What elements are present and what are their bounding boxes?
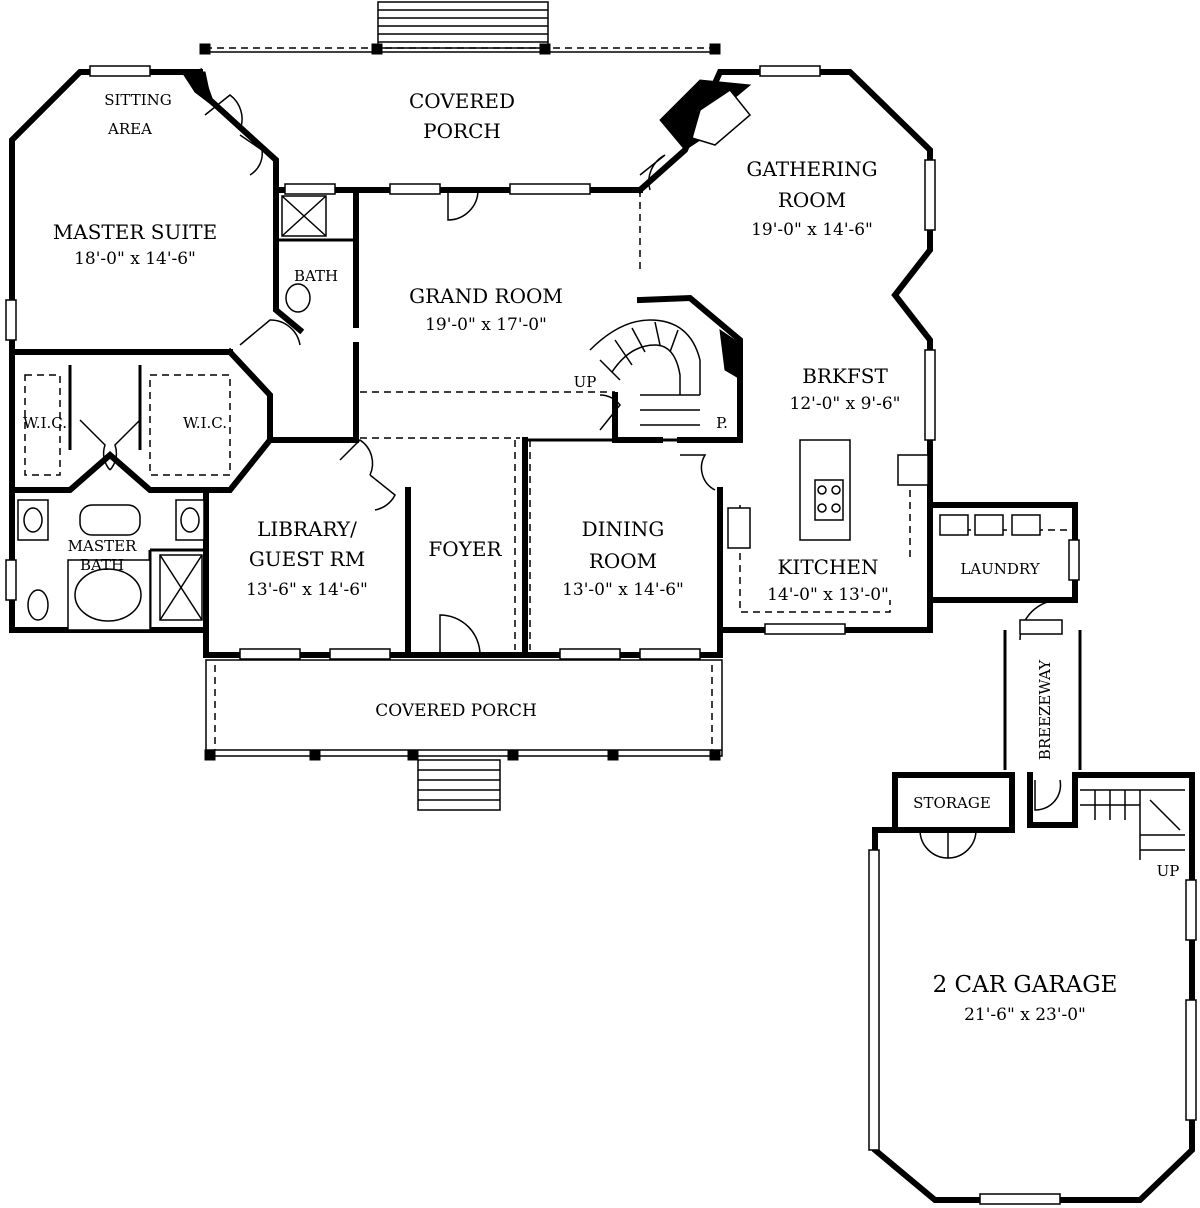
kitchen-fixtures — [727, 439, 1041, 549]
library-dim: 13'-6" x 14'-6" — [246, 580, 368, 600]
library-label-1: LIBRARY/ — [257, 517, 357, 541]
interior-walls — [9, 187, 933, 658]
garage-dim: 21'-6" x 23'-0" — [964, 1005, 1086, 1025]
wic-left-label: W.I.C. — [23, 414, 67, 432]
grand-room-dim: 19'-0" x 17'-0" — [425, 315, 547, 335]
brkfst-label: BRKFST — [802, 364, 888, 388]
front-steps — [417, 759, 501, 811]
breezeway — [1003, 619, 1082, 770]
bath-fixtures — [17, 195, 327, 631]
dining-label-1: DINING — [582, 517, 665, 541]
garage-walls — [868, 772, 1197, 1205]
sitting-area-label-1: SITTING — [104, 91, 172, 109]
main-stair-up-label: UP — [574, 373, 597, 391]
breezeway-label: BREEZEWAY — [1036, 659, 1054, 760]
master-suite-label: MASTER SUITE — [53, 220, 217, 244]
library-label-2: GUEST RM — [249, 547, 365, 571]
foyer-label: FOYER — [428, 537, 502, 561]
laundry-label: LAUNDRY — [960, 560, 1040, 578]
garage-stair — [1080, 789, 1185, 860]
master-suite-dim: 18'-0" x 14'-6" — [74, 249, 196, 269]
rear-steps — [377, 1, 549, 49]
pantry-label: P. — [716, 414, 728, 432]
rear-porch-label-1: COVERED — [409, 89, 515, 113]
storage-label: STORAGE — [913, 794, 991, 812]
gathering-room-label-1: GATHERING — [746, 157, 877, 181]
dining-label-2: ROOM — [589, 549, 657, 573]
rear-porch-outline — [199, 43, 721, 55]
bath-label: BATH — [294, 267, 338, 285]
dashed-lines — [24, 374, 1070, 650]
gathering-room-dim: 19'-0" x 14'-6" — [751, 220, 873, 240]
grand-room-label: GRAND ROOM — [409, 284, 563, 308]
brkfst-dim: 12'-0" x 9'-6" — [790, 394, 901, 414]
main-stair — [589, 319, 743, 426]
front-porch-label: COVERED PORCH — [375, 701, 537, 721]
rear-porch-label-2: PORCH — [423, 119, 501, 143]
doors — [79, 94, 1061, 656]
garage-label: 2 CAR GARAGE — [933, 972, 1118, 998]
kitchen-label: KITCHEN — [777, 555, 878, 579]
windows — [5, 65, 1080, 660]
gathering-room-label-2: ROOM — [778, 188, 846, 212]
master-bath-label-1: MASTER — [68, 537, 137, 555]
sitting-area-label-2: AREA — [107, 120, 152, 138]
fireplaces — [181, 71, 752, 151]
kitchen-dim: 14'-0" x 13'-0" — [767, 585, 889, 605]
master-bath-label-2: BATH — [80, 556, 124, 574]
dining-dim: 13'-0" x 14'-6" — [562, 580, 684, 600]
front-porch — [204, 659, 723, 761]
garage-stair-up-label: UP — [1157, 862, 1180, 880]
wic-right-label: W.I.C. — [183, 414, 227, 432]
